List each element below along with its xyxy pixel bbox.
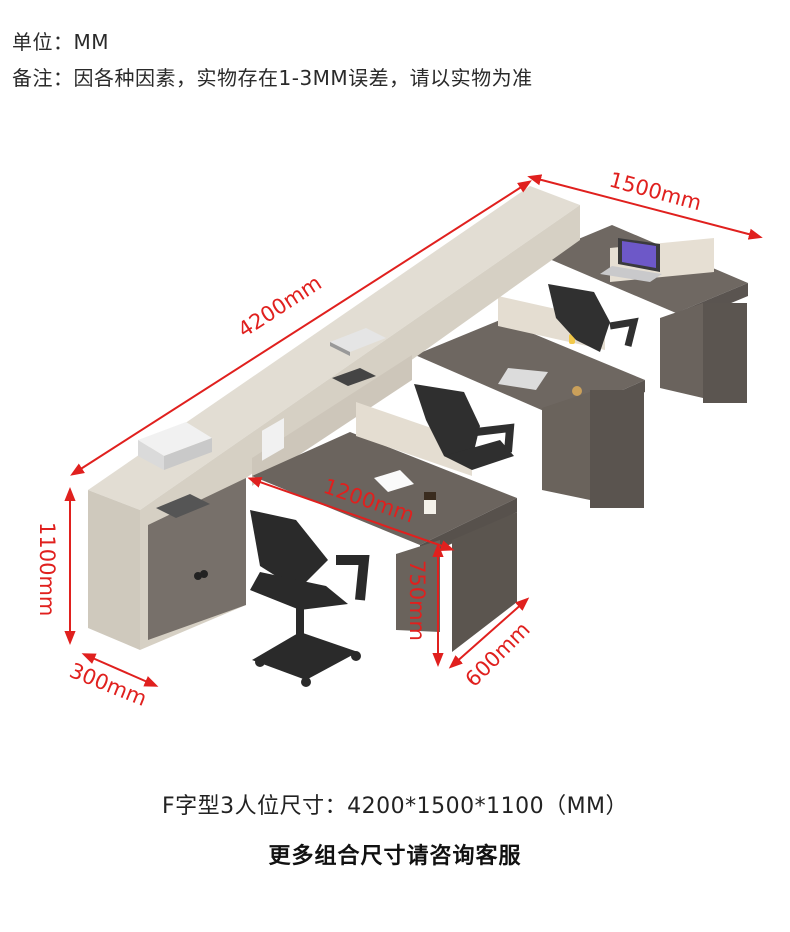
desk-far [540, 225, 748, 403]
dim-1500: 1500mm [607, 168, 704, 216]
consult-caption: 更多组合尺寸请咨询客服 [268, 844, 522, 869]
tolerance-remark: 备注：因各种因素，实物存在1-3MM误差，请以实物为准 [12, 66, 533, 90]
office-desk-illustration: 4200mm 1500mm 1200mm 750mm 600mm 1100mm … [35, 168, 763, 711]
dim-300: 300mm [66, 658, 150, 711]
dimension-lines [64, 174, 763, 687]
size-caption: F字型3人位尺寸：4200*1500*1100（MM） [161, 794, 629, 819]
unit-note: 单位：MM [12, 30, 110, 54]
office-chair-far [548, 284, 639, 352]
office-chair-front [250, 510, 370, 687]
dim-750: 750mm [405, 560, 429, 641]
dim-1100: 1100mm [35, 522, 59, 616]
dim-4200: 4200mm [234, 271, 326, 343]
laptop-icon [600, 238, 662, 282]
